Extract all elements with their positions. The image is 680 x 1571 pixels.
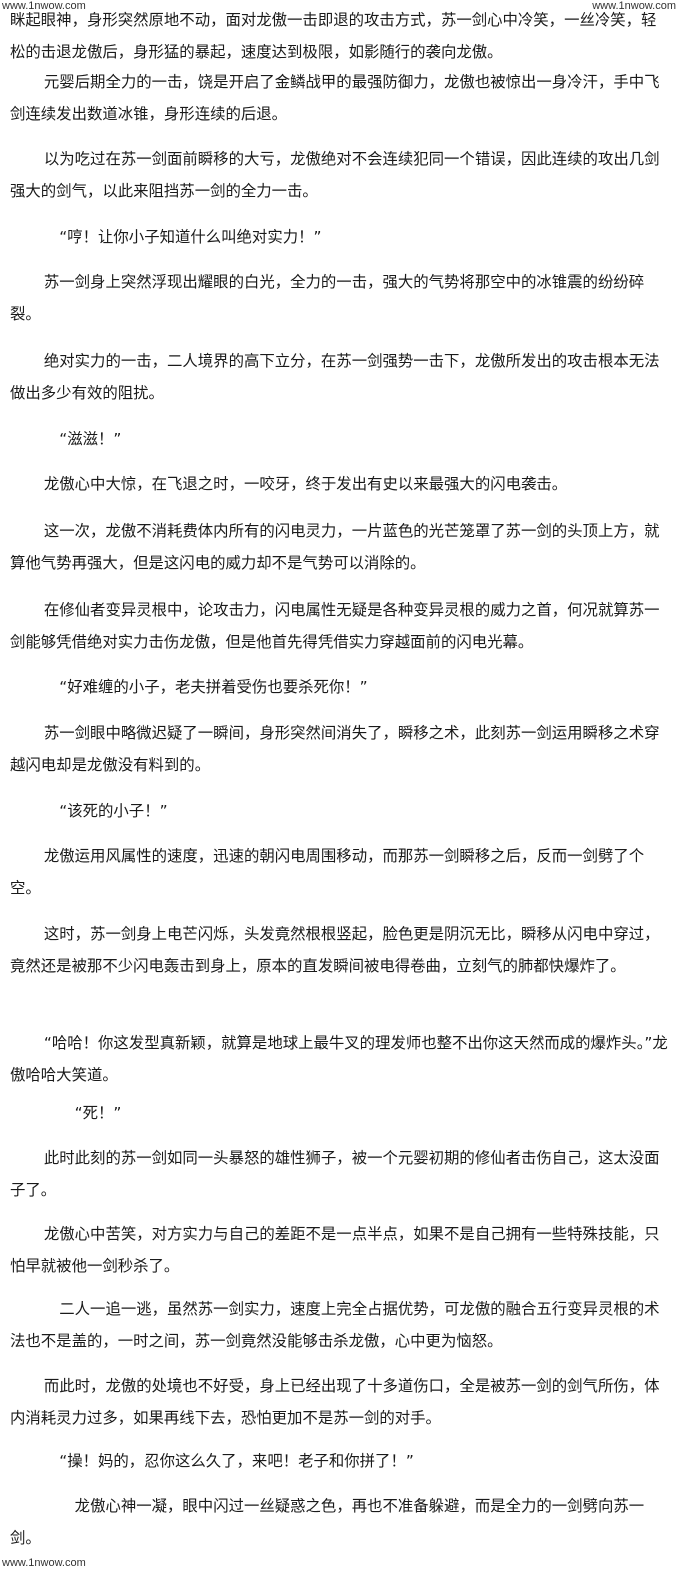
paragraph: 这时，苏一剑身上电芒闪烁，头发竟然根根竖起，脸色更是阴沉无比，瞬移从闪电中穿过，… (10, 925, 660, 975)
dialogue-line: “滋滋！” (59, 430, 122, 448)
paragraph: 此时此刻的苏一剑如同一头暴怒的雄性狮子，被一个元婴初期的修仙者击伤自己，这太没面… (10, 1149, 660, 1199)
dialogue-line: “该死的小子！” (59, 802, 168, 820)
dialogue-line: “操！妈的，忍你这么久了，来吧！老子和你拼了！” (59, 1452, 414, 1470)
paragraph: 眯起眼神，身形突然原地不动，面对龙傲一击即退的攻击方式，苏一剑心中冷笑，一丝冷笑… (10, 11, 657, 61)
paragraph: 龙傲心神一凝，眼中闪过一丝疑惑之色，再也不准备躲避，而是全力的一剑劈向苏一剑。 (10, 1497, 645, 1547)
dialogue-line: “好难缠的小子，老夫拼着受伤也要杀死你！” (59, 678, 368, 696)
paragraph: 元婴后期全力的一击，饶是开启了金鳞战甲的最强防御力，龙傲也被惊出一身冷汗，手中飞… (10, 73, 660, 123)
paragraph: 二人一追一逃，虽然苏一剑实力，速度上完全占据优势，可龙傲的融合五行变异灵根的术法… (10, 1300, 660, 1350)
paragraph: “哈哈！你这发型真新颖，就算是地球上最牛叉的理发师也整不出你这天然而成的爆炸头。… (10, 1034, 668, 1084)
paragraph: 苏一剑身上突然浮现出耀眼的白光，全力的一击，强大的气势将那空中的冰锥震的纷纷碎裂… (10, 273, 645, 323)
paragraph: 以为吃过在苏一剑面前瞬移的大亏，龙傲绝对不会连续犯同一个错误，因此连续的攻出几剑… (10, 150, 660, 200)
paragraph: 苏一剑眼中略微迟疑了一瞬间，身形突然间消失了，瞬移之术，此刻苏一剑运用瞬移之术穿… (10, 724, 660, 774)
paragraph: 在修仙者变异灵根中，论攻击力，闪电属性无疑是各种变异灵根的威力之首，何况就算苏一… (10, 601, 660, 651)
paragraph: 这一次，龙傲不消耗费体内所有的闪电灵力，一片蓝色的光芒笼罩了苏一剑的头顶上方，就… (10, 522, 660, 572)
paragraph: 龙傲心中大惊，在飞退之时，一咬牙，终于发出有史以来最强大的闪电袭击。 (43, 475, 568, 493)
paragraph: 龙傲心中苦笑，对方实力与自己的差距不是一点半点，如果不是自己拥有一些特殊技能，只… (10, 1225, 660, 1275)
dialogue-line: “死！” (74, 1104, 122, 1122)
paragraph: 而此时，龙傲的处境也不好受，身上已经出现了十多道伤口，全是被苏一剑的剑气所伤，体… (10, 1377, 660, 1427)
watermark-top-left: www.1nwow.com (2, 0, 86, 12)
watermark-top-right: www.1nwow.com (592, 0, 676, 12)
dialogue-line: “哼！让你小子知道什么叫绝对实力！” (59, 228, 322, 246)
watermark-bottom-left: www.1nwow.com (2, 1557, 86, 1569)
paragraph: 龙傲运用风属性的速度，迅速的朝闪电周围移动，而那苏一剑瞬移之后，反而一剑劈了个空… (10, 847, 645, 897)
paragraph: 绝对实力的一击，二人境界的高下立分，在苏一剑强势一击下，龙傲所发出的攻击根本无法… (10, 352, 660, 402)
